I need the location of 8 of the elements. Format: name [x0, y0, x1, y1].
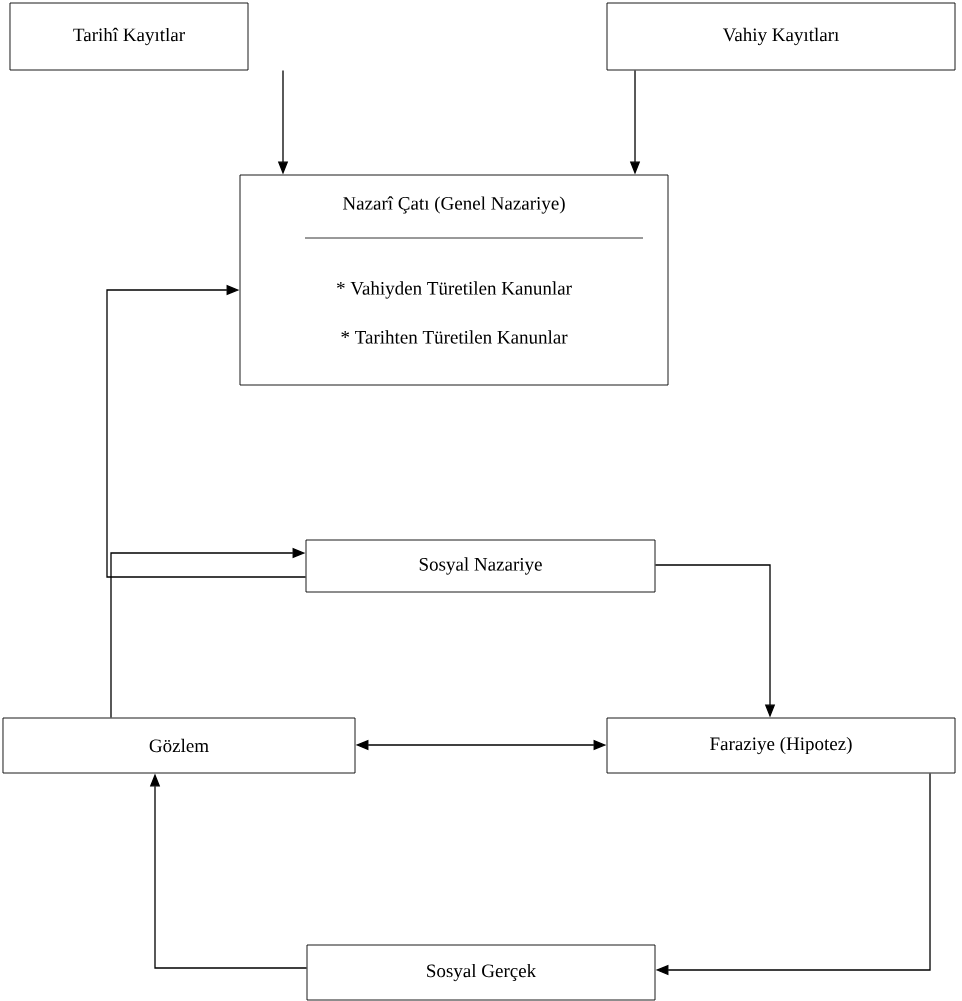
process-box: Sosyal Gerçek: [306, 944, 656, 1001]
process-box: Gözlem: [2, 717, 356, 774]
process-box: Vahiy Kayıtları: [606, 2, 956, 71]
process-box: Sosyal Nazariye: [305, 539, 656, 593]
arrow: [106, 284, 307, 578]
process-box: Faraziye (Hipotez): [606, 717, 956, 774]
process-box: Tarihî Kayıtlar: [9, 2, 249, 71]
theory-box: Nazarî Çatı (Genel Nazariye) * Vahiyden Türetilen Kanunlar * Tarihten Türetilen Kanunlar: [239, 174, 669, 386]
